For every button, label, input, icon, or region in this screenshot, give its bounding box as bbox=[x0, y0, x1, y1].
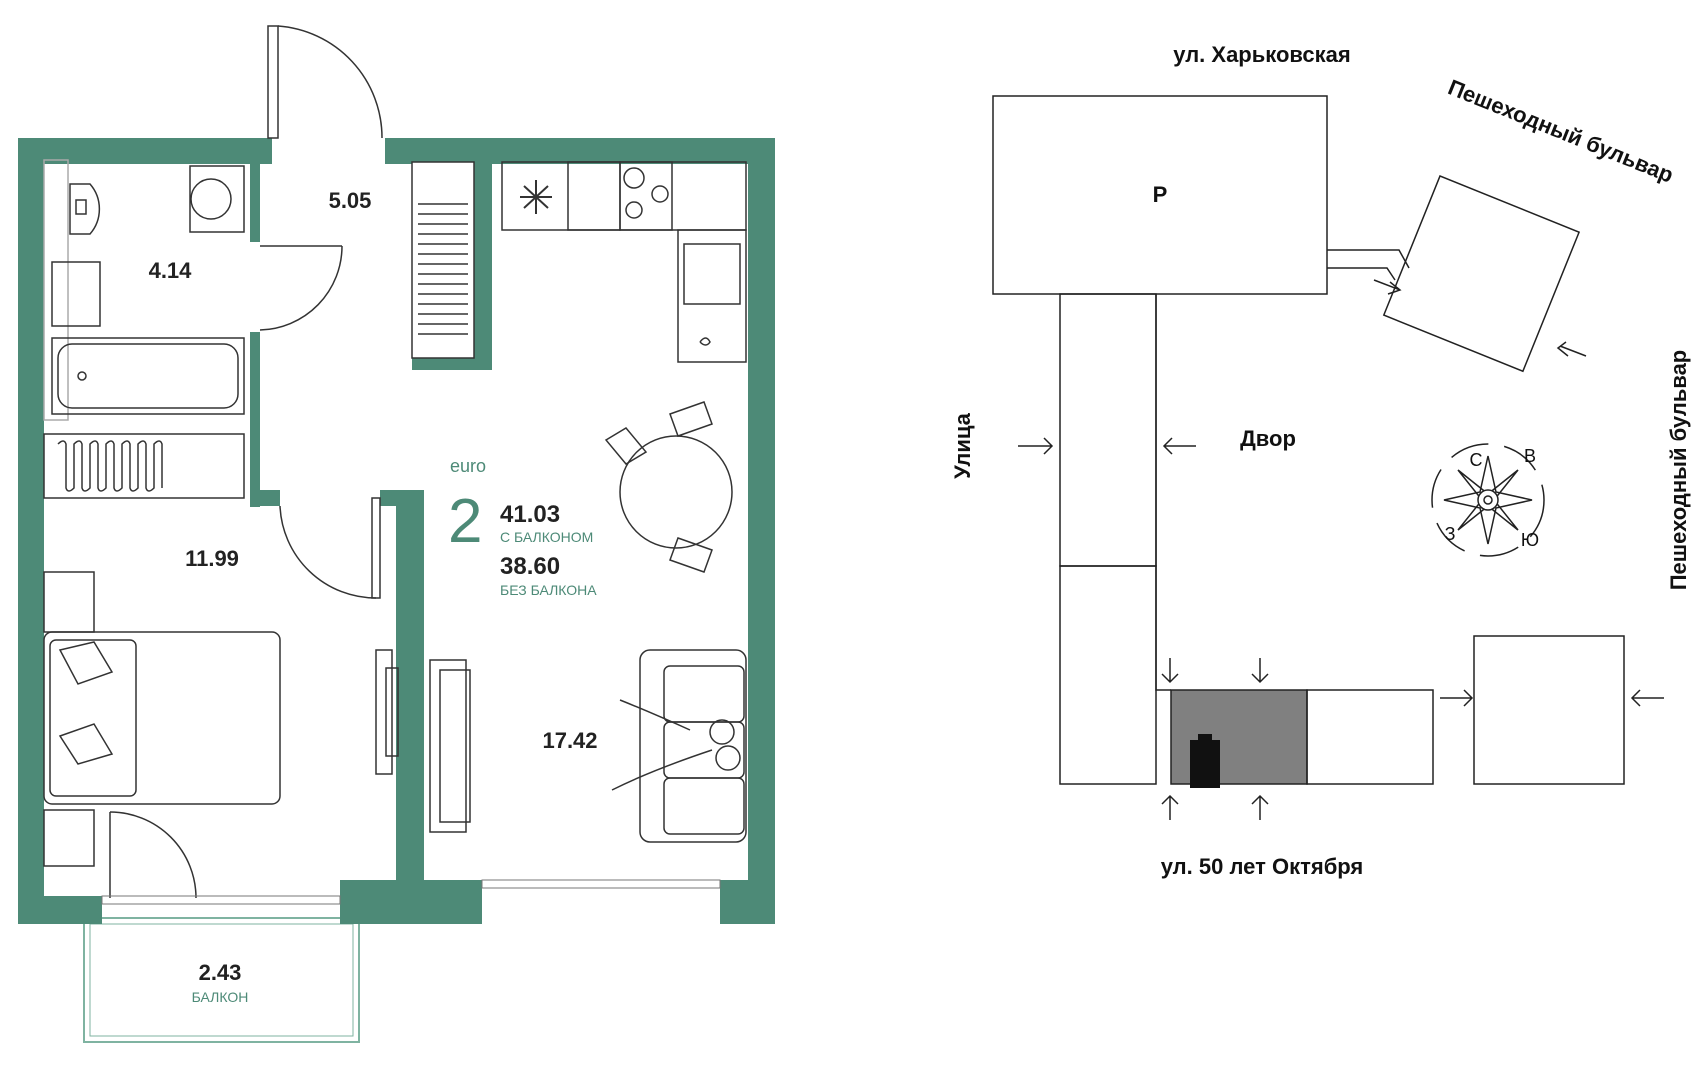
parking-block bbox=[992, 95, 1328, 295]
balcony-door bbox=[109, 811, 197, 899]
entrance-marker bbox=[1190, 740, 1220, 788]
bedroom-door bbox=[279, 497, 381, 599]
area-without-balcony: 38.60 bbox=[500, 553, 560, 580]
bathroom-area: 4.14 bbox=[149, 258, 193, 283]
room-count: 2 bbox=[448, 487, 482, 556]
with-balcony-label: С БАЛКОНОМ bbox=[500, 529, 593, 545]
dining-table bbox=[604, 401, 733, 573]
bed bbox=[43, 571, 281, 867]
side-building bbox=[1473, 635, 1625, 785]
compass bbox=[1431, 443, 1545, 557]
boulevard-right: Пешеходный бульвар bbox=[1666, 350, 1691, 591]
area-with-balcony: 41.03 bbox=[500, 501, 560, 528]
windows bbox=[101, 879, 721, 905]
entry-door bbox=[267, 25, 383, 139]
hall-area: 5.05 bbox=[329, 188, 372, 213]
sofa bbox=[611, 649, 747, 843]
compass-south: Ю bbox=[1521, 530, 1539, 550]
compass-east: В bbox=[1524, 446, 1536, 466]
boulevard-top: Пешеходный бульвар bbox=[1445, 74, 1677, 187]
building-wing-upper bbox=[1059, 293, 1157, 567]
street-left: Улица bbox=[950, 412, 975, 479]
yard-label: Двор bbox=[1240, 426, 1296, 451]
compass-north: С bbox=[1470, 450, 1483, 470]
site-plan bbox=[992, 95, 1664, 820]
balcony-outline bbox=[83, 917, 360, 1043]
street-top: ул. Харьковская bbox=[1173, 42, 1350, 67]
balcony-area: 2.43 bbox=[199, 960, 242, 985]
floor-plan: 4.14 5.05 11.99 17.42 2.43 БАЛКОН euro 2… bbox=[18, 25, 775, 1043]
bedroom-area: 11.99 bbox=[185, 546, 239, 571]
courtyard-edge bbox=[1155, 294, 1171, 691]
balcony-inner bbox=[89, 923, 354, 1037]
passage bbox=[1327, 249, 1410, 281]
bath-door bbox=[259, 245, 343, 331]
parking-label: Р bbox=[1153, 182, 1168, 207]
tv-unit bbox=[375, 649, 471, 833]
building-wing-lower bbox=[1059, 565, 1157, 785]
balcony-label: БАЛКОН bbox=[192, 989, 249, 1005]
street-bottom: ул. 50 лет Октября bbox=[1161, 854, 1364, 879]
bathroom-fixtures bbox=[43, 159, 245, 499]
building-east-section bbox=[1306, 689, 1434, 785]
site-labels: ул. Харьковская ул. 50 лет Октября Улица… bbox=[950, 42, 1691, 879]
kitchen-fixtures bbox=[501, 161, 747, 363]
apartment-badge: euro 2 41.03 С БАЛКОНОМ 38.60 БЕЗ БАЛКОН… bbox=[448, 456, 597, 598]
wardrobe bbox=[411, 161, 475, 359]
walls bbox=[18, 138, 775, 924]
without-balcony-label: БЕЗ БАЛКОНА bbox=[500, 582, 597, 598]
entry-arrows bbox=[1018, 279, 1664, 820]
compass-west: З bbox=[1445, 524, 1456, 544]
living-area: 17.42 bbox=[542, 728, 597, 753]
euro-label: euro bbox=[450, 456, 486, 476]
boulevard-building bbox=[1382, 175, 1581, 373]
